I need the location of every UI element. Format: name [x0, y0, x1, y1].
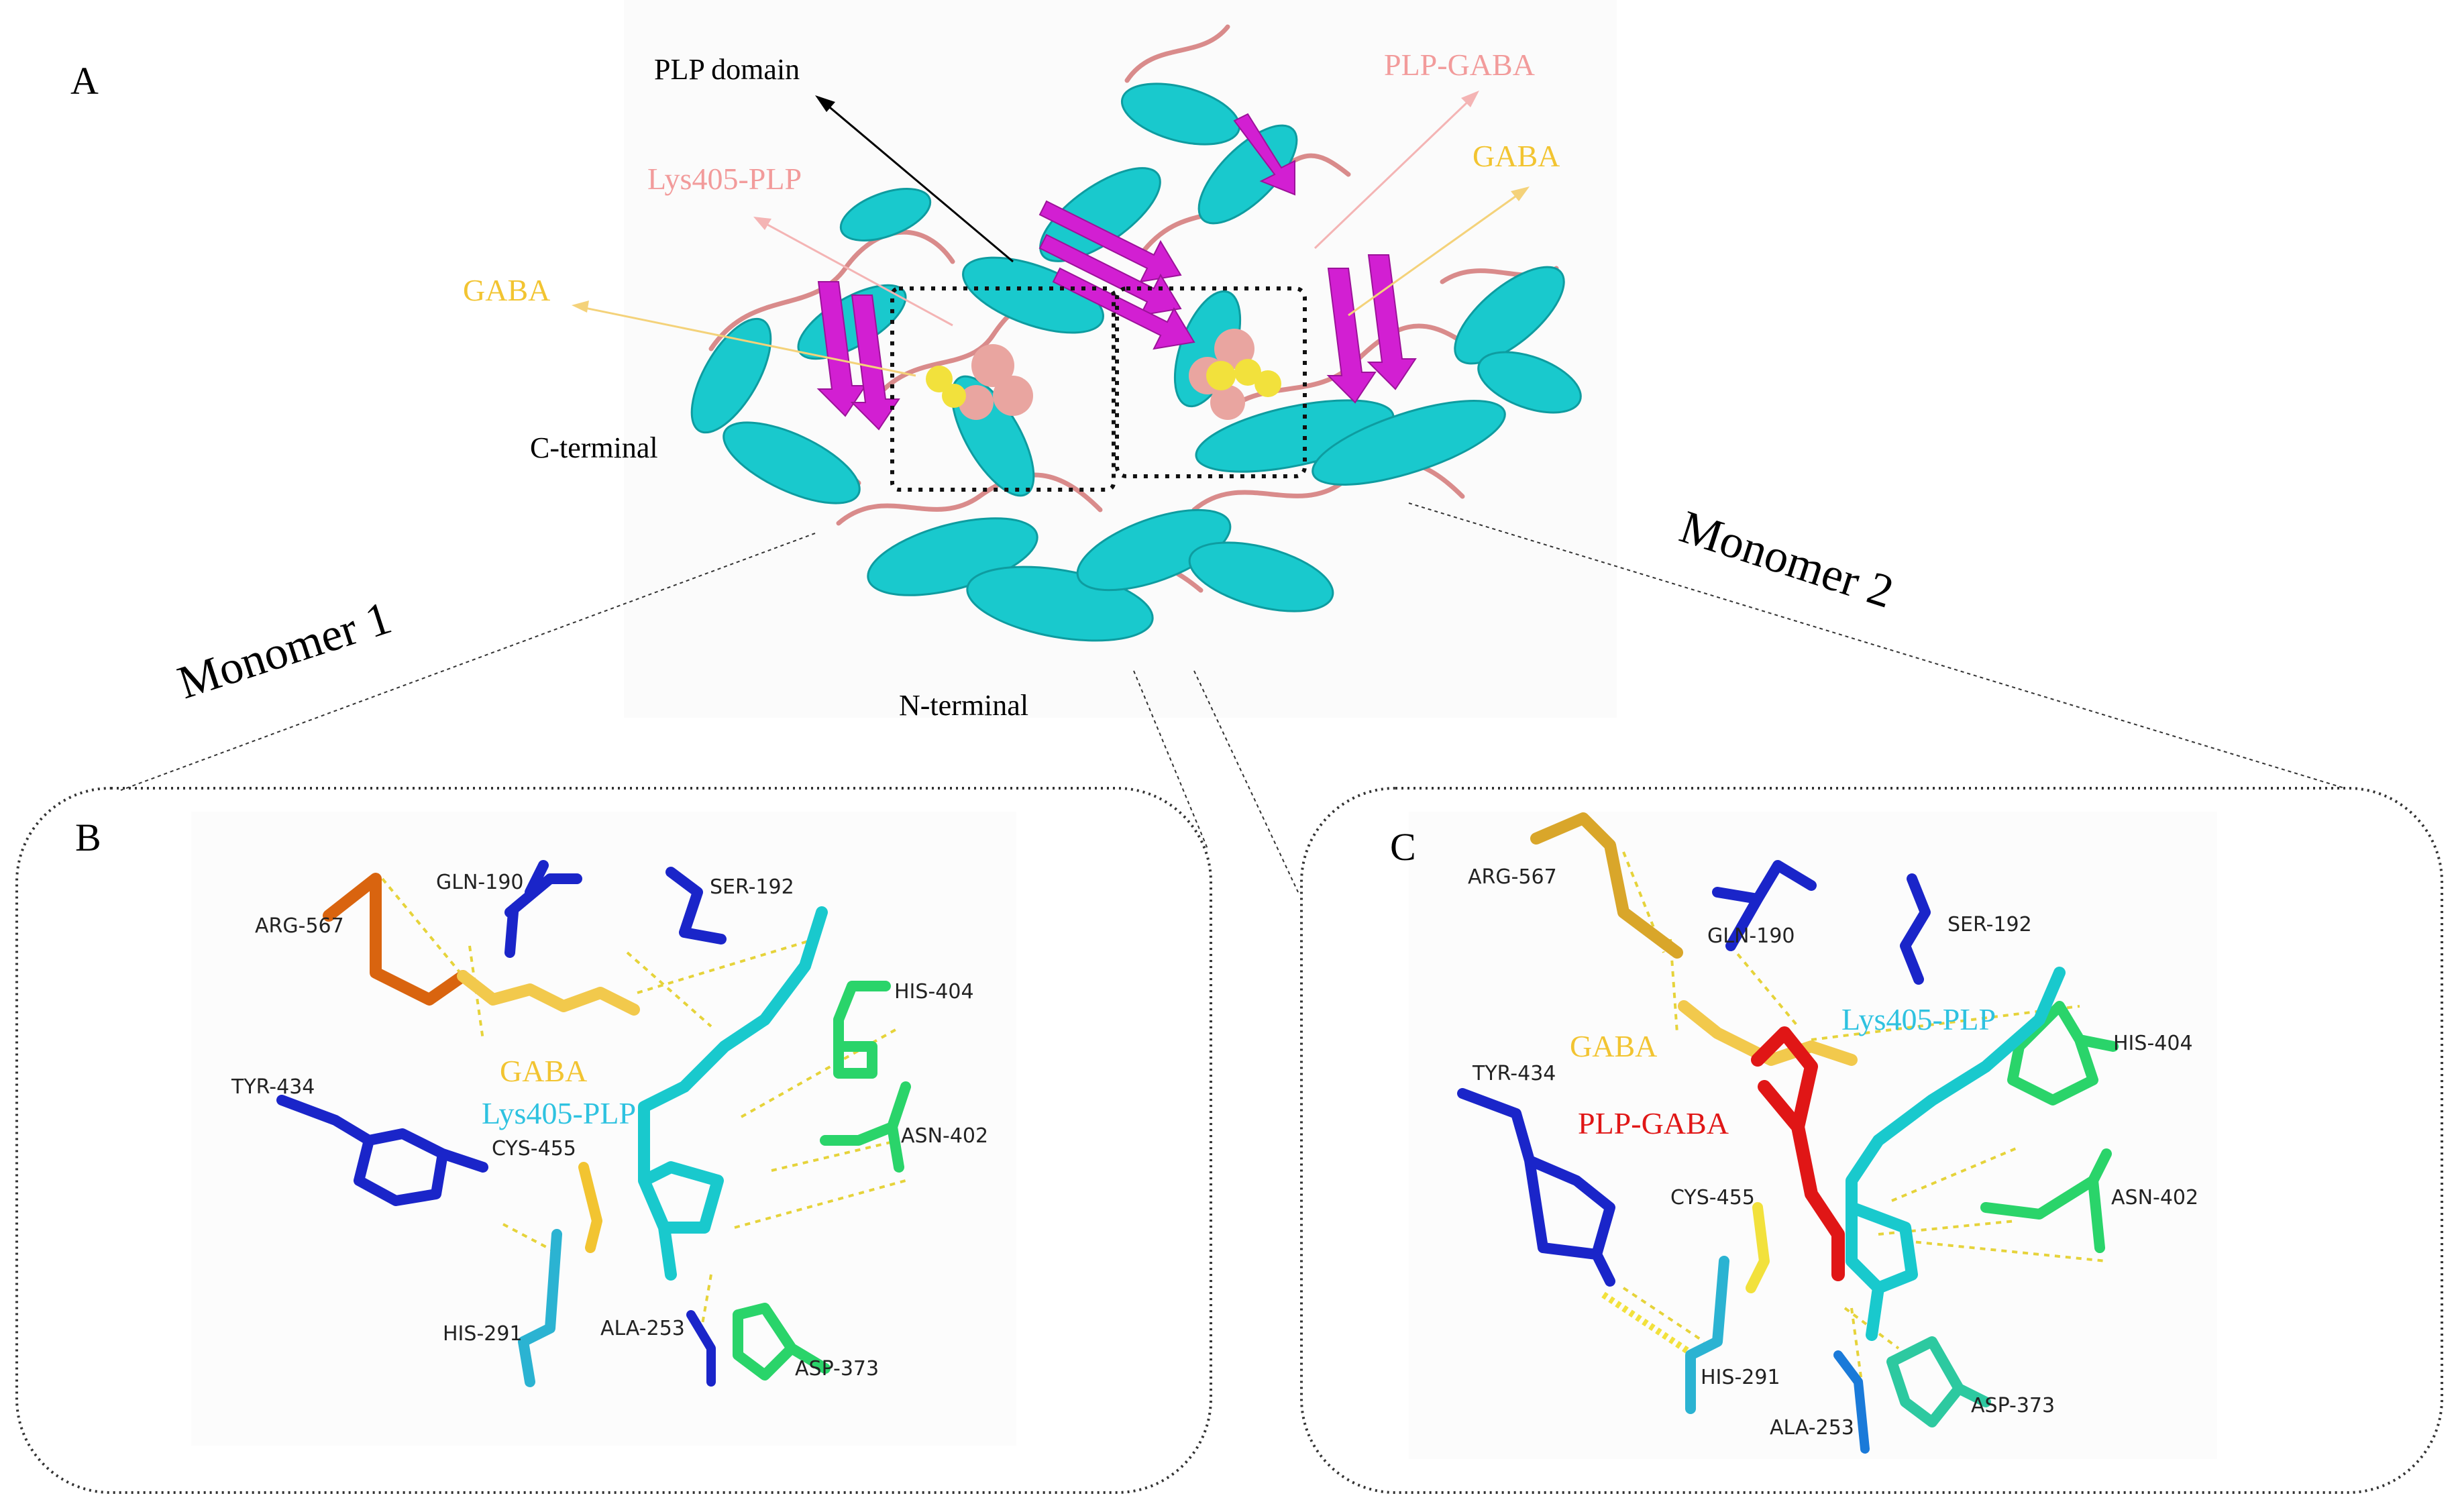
residue-tyr-434: TYR-434: [231, 1075, 315, 1099]
residue-ser-192: SER-192: [710, 875, 794, 899]
arrow-gaba-left: [578, 305, 916, 377]
arrow-gaba-right: [1348, 190, 1524, 317]
residue-his-404: HIS-404: [894, 980, 974, 1004]
protein-structure: [690, 24, 1582, 642]
label-gaba-left: GABA: [463, 273, 550, 307]
ligand-lys405-plp-c: Lys405-PLP: [1841, 1002, 1996, 1036]
label-lys405-plp: Lys405-PLP: [647, 162, 802, 196]
plp-gaba-stick: [1751, 1026, 1845, 1281]
ligand-gaba-c: GABA: [1570, 1029, 1657, 1063]
panel-c-background: [1409, 812, 2217, 1459]
strong-hbond-tyr-his: [1601, 1291, 1696, 1358]
ser-192-stick-c: [1900, 873, 1931, 985]
residue-asp-373: ASP-373: [795, 1357, 879, 1381]
label-monomer-2: Monomer 2: [1674, 501, 1899, 618]
residue-his-291-c: HIS-291: [1701, 1366, 1780, 1389]
arrow-lys405-plp: [761, 220, 953, 327]
panel-b-residues: [276, 860, 911, 1387]
sheet-regions: [816, 113, 1417, 431]
arg-567-stick-c: [1530, 812, 1683, 959]
gaba-ligand-stick: [457, 970, 640, 1016]
his-404-stick: [833, 981, 891, 1079]
residue-asn-402-c: ASN-402: [2111, 1186, 2198, 1209]
helix-regions: [690, 83, 1582, 642]
tyr-434-stick-c: [1457, 1088, 1615, 1287]
gln-190-stick: [504, 860, 582, 958]
ala-253-stick: [686, 1310, 716, 1387]
residue-gln-190: GLN-190: [436, 871, 524, 894]
residue-tyr-434-c: TYR-434: [1472, 1062, 1556, 1085]
lys405-plp-stick: [638, 906, 828, 1281]
arg-567-stick: [323, 873, 469, 1006]
label-plp-gaba: PLP-GABA: [1384, 48, 1535, 82]
residue-his-291: HIS-291: [443, 1322, 523, 1346]
his-291-stick-c: [1685, 1256, 1729, 1414]
label-plp-domain: PLP domain: [654, 53, 800, 86]
his-404-stick-c: [2007, 1001, 2119, 1105]
cys-455-stick-c: [1746, 1202, 1770, 1293]
lys405-plp-stick-c: [1846, 967, 2066, 1341]
panel-c-letter: C: [1390, 825, 1416, 869]
residue-gln-190-c: GLN-190: [1707, 924, 1795, 948]
annotation-arrows: [572, 91, 1530, 377]
panel-b-hbonds: [381, 877, 906, 1332]
asn-402-stick-c: [1980, 1148, 2112, 1253]
label-gaba-right: GABA: [1473, 139, 1560, 173]
panel-b-letter: B: [75, 816, 101, 859]
panel-c: C: [1300, 787, 2443, 1494]
ligand-lys405-plp-b: Lys405-PLP: [482, 1096, 636, 1130]
cys-455-stick: [578, 1162, 602, 1253]
arrow-plp-domain: [821, 99, 1014, 263]
residue-arg-567: ARG-567: [255, 914, 344, 938]
tyr-434-stick: [276, 1095, 488, 1206]
panel-b-frame: [15, 787, 1212, 1494]
panel-c-frame: [1300, 787, 2443, 1494]
label-monomer-1: Monomer 1: [172, 592, 397, 709]
panel-b: B: [15, 787, 1212, 1494]
residue-cys-455: CYS-455: [492, 1137, 576, 1160]
panel-a: A: [70, 0, 2345, 893]
residue-ala-253: ALA-253: [600, 1317, 685, 1340]
panel-c-residues: [1457, 812, 2119, 1454]
label-c-terminal: C-terminal: [530, 431, 658, 464]
residue-asp-373-c: ASP-373: [1971, 1394, 2055, 1417]
asn-402-stick: [820, 1081, 911, 1173]
arrow-plp-gaba: [1314, 96, 1474, 250]
gln-190-stick-c: [1712, 860, 1817, 951]
label-n-terminal: N-terminal: [899, 689, 1028, 722]
active-site-box-2: [1115, 286, 1307, 478]
asp-373-stick-c: [1886, 1336, 1991, 1427]
ligand-plp-gaba-c: PLP-GABA: [1578, 1106, 1729, 1140]
residue-asn-402: ASN-402: [901, 1124, 988, 1148]
zoom-connectors: [120, 502, 2345, 893]
ligand-gaba-b: GABA: [500, 1054, 587, 1088]
panel-a-letter: A: [70, 59, 99, 103]
ligand-spheres: [926, 329, 1281, 420]
residue-arg-567-c: ARG-567: [1468, 865, 1557, 889]
asp-373-stick: [733, 1303, 831, 1381]
ser-192-stick: [665, 867, 727, 944]
ala-253-stick-c: [1833, 1350, 1870, 1454]
his-291-stick: [518, 1229, 562, 1387]
residue-ala-253-c: ALA-253: [1770, 1416, 1854, 1440]
residue-his-404-c: HIS-404: [2113, 1032, 2193, 1055]
residue-ser-192-c: SER-192: [1947, 913, 2032, 936]
active-site-box-1: [890, 286, 1116, 492]
residue-cys-455-c: CYS-455: [1670, 1186, 1755, 1209]
